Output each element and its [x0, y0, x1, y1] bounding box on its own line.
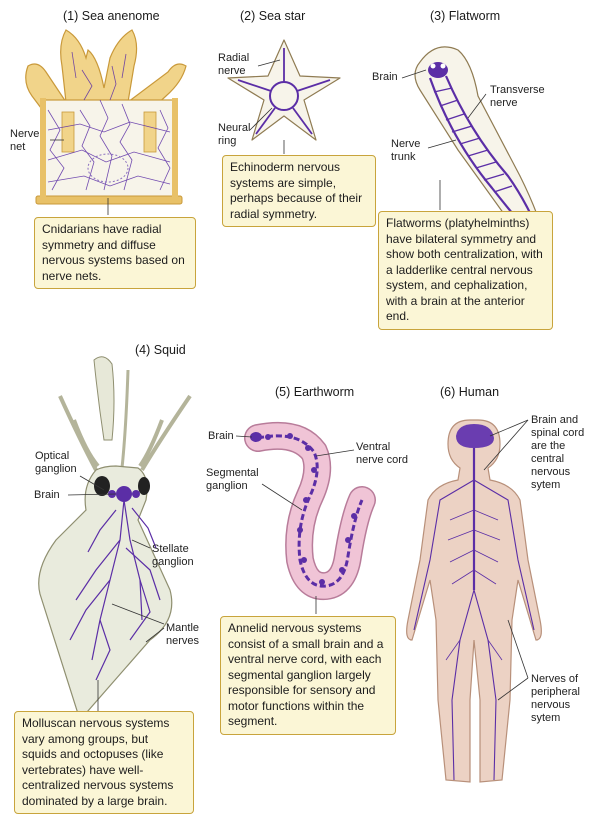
label-neural-ring: Neural ring [218, 122, 250, 148]
label-peripheral-nervous-system: Nerves of peripheral nervous sytem [531, 673, 580, 725]
label-transverse-nerve: Transverse nerve [490, 84, 545, 110]
label-brain-squid: Brain [34, 489, 60, 502]
panel-6-title: (6) Human [440, 385, 499, 399]
label-brain-flatworm: Brain [372, 71, 398, 84]
panel-1-title: (1) Sea anenome [63, 9, 160, 23]
sea-anemone-figure [26, 30, 186, 204]
panel-2-title: (2) Sea star [240, 9, 305, 23]
human-figure [407, 420, 542, 782]
earthworm-figure [250, 432, 362, 586]
label-brain-earthworm: Brain [208, 430, 234, 443]
panel-4-title: (4) Squid [135, 343, 186, 357]
label-mantle-nerves: Mantle nerves [166, 622, 199, 648]
label-radial-nerve: Radial nerve [218, 52, 249, 78]
label-ventral-nerve-cord: Ventral nerve cord [356, 441, 408, 467]
label-nerve-trunk: Nerve trunk [391, 138, 420, 164]
caption-sea-anemone: Cnidarians have radial symmetry and diff… [34, 217, 196, 289]
panel-5-title: (5) Earthworm [275, 385, 354, 399]
caption-flatworm: Flatworms (platyhelminths) have bilatera… [378, 211, 553, 330]
squid-figure [39, 357, 190, 720]
label-nerve-net: Nerve net [10, 128, 39, 154]
label-optical-ganglion: Optical ganglion [35, 450, 77, 476]
label-segmental-ganglion: Segmental ganglion [206, 467, 259, 493]
caption-earthworm: Annelid nervous systems consist of a sma… [220, 616, 396, 735]
caption-squid: Molluscan nervous systems vary among gro… [14, 711, 194, 814]
label-central-nervous-system: Brain and spinal cord are the central ne… [531, 414, 584, 492]
caption-sea-star: Echinoderm nervous systems are simple, p… [222, 155, 376, 227]
panel-3-title: (3) Flatworm [430, 9, 500, 23]
label-stellate-ganglion: Stellate ganglion [152, 543, 194, 569]
